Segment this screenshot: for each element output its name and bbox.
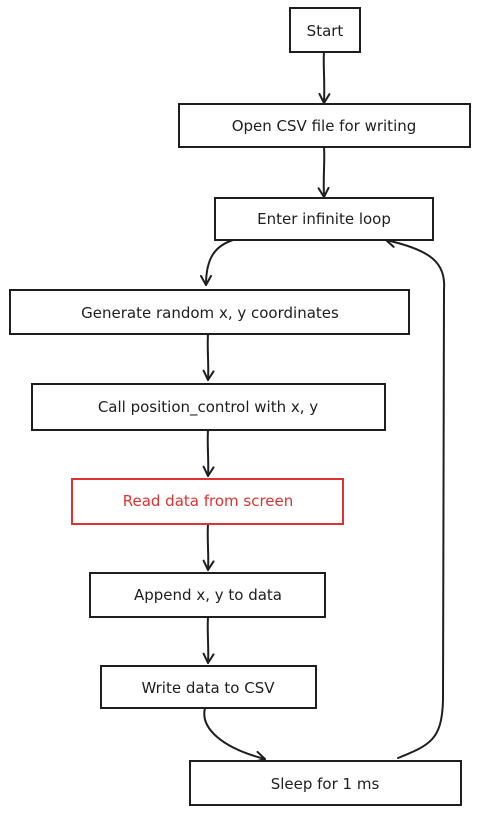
- node-loop-box: [214, 197, 434, 241]
- edge-loop-to-generate: [200, 239, 234, 286]
- node-write: Write data to CSV: [100, 665, 317, 709]
- node-loop: Enter infinite loop: [214, 197, 434, 241]
- edge-sleep-to-loop: [385, 236, 446, 759]
- node-call-label: Call position_control with x, y: [98, 398, 318, 417]
- node-open-csv: Open CSV file for writing: [178, 103, 471, 148]
- node-append-box: [89, 572, 326, 618]
- node-start-box: [289, 7, 361, 53]
- node-append: Append x, y to data: [89, 572, 326, 618]
- node-call: Call position_control with x, y: [31, 383, 386, 431]
- node-read-box: [71, 478, 344, 525]
- node-call-box: [31, 383, 386, 431]
- edge-start-to-open-csv: [318, 51, 331, 104]
- edge-read-to-append: [202, 523, 215, 571]
- node-loop-label: Enter infinite loop: [257, 210, 391, 228]
- node-open-csv-box: [178, 103, 471, 148]
- edge-write-to-sleep: [203, 707, 266, 763]
- edge-generate-to-call: [202, 333, 215, 381]
- node-append-label: Append x, y to data: [134, 586, 282, 604]
- node-write-box: [100, 665, 317, 709]
- node-sleep-box: [189, 760, 462, 806]
- edge-open-csv-to-loop: [317, 146, 330, 198]
- node-read-label: Read data from screen: [123, 492, 294, 510]
- node-read: Read data from screen: [71, 478, 344, 525]
- node-generate-label: Generate random x, y coordinates: [81, 304, 339, 322]
- node-start: Start: [289, 7, 361, 53]
- node-start-label: Start: [307, 22, 344, 40]
- edge-append-to-write: [202, 616, 215, 664]
- node-generate-box: [9, 289, 410, 335]
- node-open-csv-label: Open CSV file for writing: [232, 117, 417, 135]
- node-write-label: Write data to CSV: [141, 679, 275, 697]
- node-generate: Generate random x, y coordinates: [9, 289, 410, 335]
- edge-call-to-read: [202, 429, 215, 477]
- node-sleep-label: Sleep for 1 ms: [271, 775, 380, 793]
- node-sleep: Sleep for 1 ms: [189, 760, 462, 806]
